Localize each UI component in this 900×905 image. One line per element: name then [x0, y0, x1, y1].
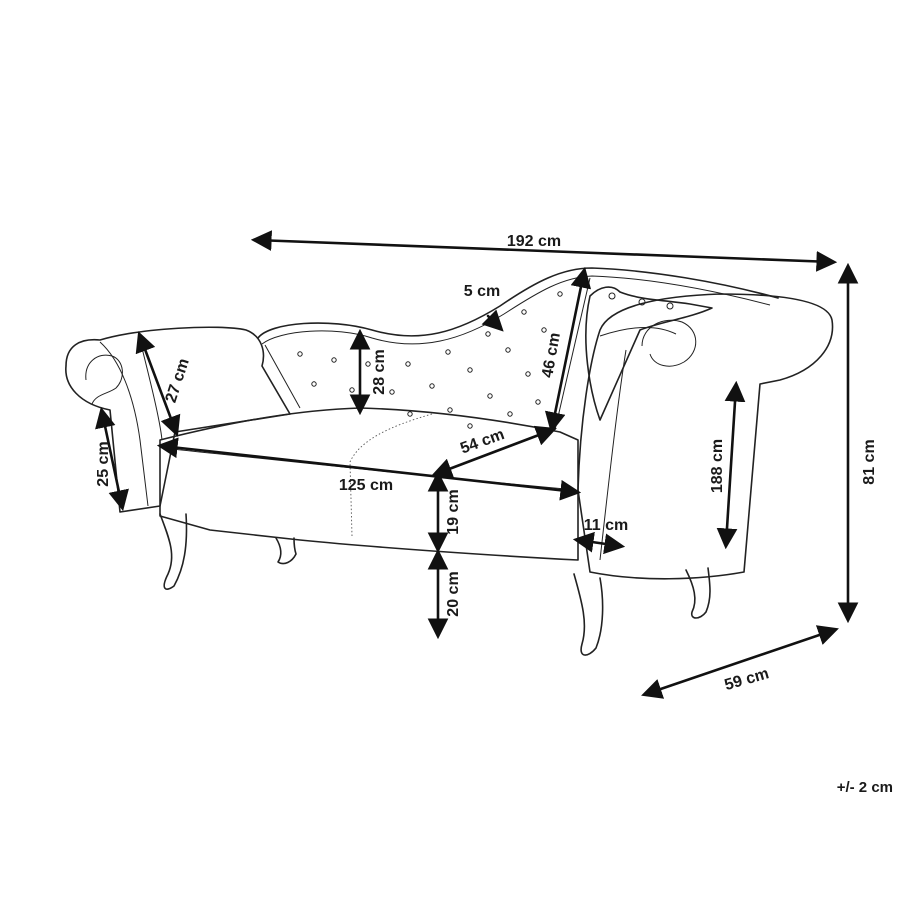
- label-seat-width: 125 cm: [339, 477, 393, 494]
- label-armrest-left-side: 25 cm: [95, 441, 112, 486]
- label-backrest-low: 28 cm: [371, 349, 388, 394]
- left-armrest-scroll: [85, 354, 123, 405]
- backrest-outline: [257, 267, 779, 339]
- label-armrest-right-height: 188 cm: [709, 439, 726, 493]
- right-armrest-outline: [577, 293, 834, 580]
- dim-line-armrest-left-height: [135, 331, 181, 437]
- left-armrest-outline: [65, 326, 291, 513]
- label-tolerance: +/- 2 cm: [837, 779, 893, 796]
- dim-line-armrest-width: [572, 531, 626, 555]
- dimension-labels: 192 cm 81 cm 59 cm 5 cm 46 cm 28 cm 27 c…: [95, 233, 893, 796]
- label-depth: 59 cm: [723, 665, 771, 694]
- label-leg-height: 20 cm: [445, 571, 462, 616]
- label-backrest-thickness: 5 cm: [464, 283, 500, 300]
- leg-front-right: [573, 573, 604, 656]
- dim-line-total-length: [250, 230, 838, 272]
- right-armrest-scroll: [641, 319, 697, 367]
- label-seat-depth: 54 cm: [458, 426, 506, 457]
- dim-line-depth: [641, 625, 839, 699]
- label-total-length: 192 cm: [507, 233, 561, 250]
- label-armrest-width: 11 cm: [584, 517, 628, 534]
- dim-line-backrest-thickness: [481, 309, 504, 332]
- seat-cushion-seam: [349, 413, 433, 537]
- backrest-front: [264, 277, 591, 431]
- dimension-lines: [95, 230, 859, 699]
- right-armrest-front: [599, 326, 677, 561]
- tufting-buttons: [297, 291, 563, 429]
- dim-line-seat-width: [156, 437, 582, 501]
- label-backrest-high: 46 cm: [539, 331, 564, 379]
- dim-line-armrest-right-height: [716, 380, 746, 550]
- dim-line-seat-depth: [431, 425, 557, 479]
- backrest-inner-edge: [261, 275, 771, 345]
- seat-cushion-outline: [159, 407, 579, 561]
- label-total-height: 81 cm: [861, 439, 878, 484]
- leg-front-left: [159, 513, 188, 590]
- label-armrest-left-height: 27 cm: [163, 356, 193, 404]
- label-seat-thickness: 19 cm: [445, 489, 462, 534]
- dim-line-armrest-left-side: [95, 406, 129, 512]
- dim-line-backrest-high: [544, 266, 592, 434]
- leg-back-right: [685, 567, 711, 619]
- leg-back-left: [275, 537, 297, 565]
